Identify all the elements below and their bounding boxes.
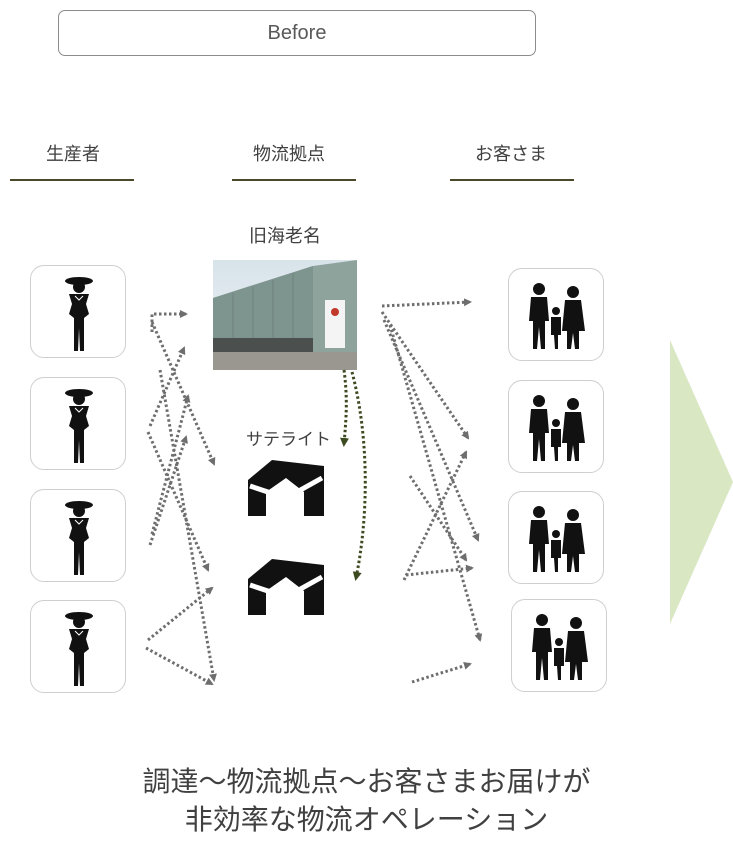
column-underline-producers: [10, 179, 134, 181]
farmer-icon: [65, 389, 93, 463]
satellite-label: サテライト: [246, 430, 331, 450]
warehouse-icon: [248, 460, 324, 516]
customer-card: [508, 268, 604, 361]
producer-card: [30, 265, 126, 358]
column-underline-logistics-hub: [232, 179, 356, 181]
customer-card: [508, 491, 604, 584]
producer-card: [30, 600, 126, 693]
farmer-icon: [65, 277, 93, 351]
column-header-customers: お客さま: [475, 144, 547, 165]
producer-card: [30, 489, 126, 582]
column-header-logistics-hub: 物流拠点: [253, 144, 325, 165]
caption-line2: 非効率な物流オペレーション: [184, 803, 549, 836]
warehouse-photo: [213, 260, 357, 370]
before-tag: Before: [58, 10, 536, 56]
caption-line1: 調達～物流拠点～お客さまお届けが: [142, 765, 591, 798]
farmer-icon: [65, 612, 93, 686]
family-icon: [532, 614, 588, 680]
warehouse-icon: [248, 559, 324, 615]
customer-card: [511, 599, 607, 692]
producer-card: [30, 377, 126, 470]
next-arrow-icon: [670, 340, 733, 624]
family-icon: [529, 395, 585, 461]
family-icon: [529, 506, 585, 572]
customer-card: [508, 380, 604, 473]
hub-label: 旧海老名: [249, 226, 321, 247]
farmer-icon: [65, 501, 93, 575]
column-header-producers: 生産者: [46, 144, 100, 165]
family-icon: [529, 283, 585, 349]
column-underline-customers: [450, 179, 574, 181]
